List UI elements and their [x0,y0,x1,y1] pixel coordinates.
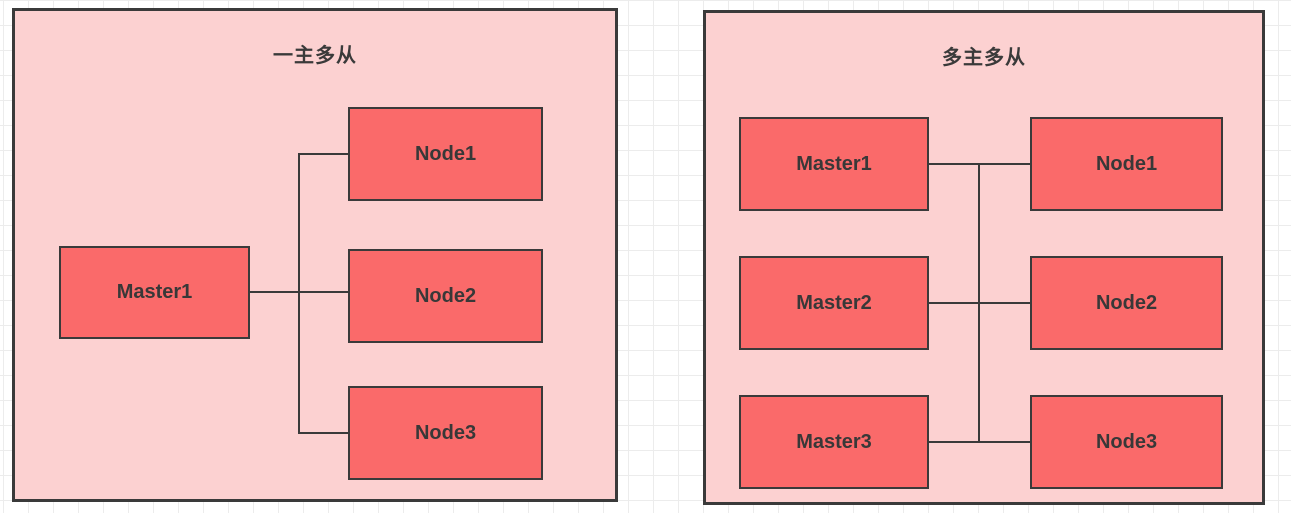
box-master2-label: Master2 [796,291,872,314]
box-master2[interactable]: Master2 [739,256,929,350]
box-master1-right[interactable]: Master1 [739,117,929,211]
box-master1[interactable]: Master1 [59,246,250,339]
box-node3-right[interactable]: Node3 [1030,395,1223,489]
connector-vertical-bus [298,153,300,434]
box-master1-label: Master1 [116,281,193,303]
connector-bus-node1 [298,153,348,155]
connector-central-bus [978,163,980,443]
panel-single-master[interactable]: 一主多从 Master1 Node1 Node2 Node3 [12,8,618,502]
box-node2-right-label: Node2 [1095,291,1158,314]
box-node1-right[interactable]: Node1 [1030,117,1223,211]
box-node1-right-label: Node1 [1095,152,1158,175]
box-node1-label: Node1 [414,142,477,165]
box-node3-label: Node3 [414,421,477,444]
box-node3[interactable]: Node3 [348,386,543,480]
panel-multi-master-title: 多主多从 [942,47,1026,69]
box-node1[interactable]: Node1 [348,107,543,201]
connector-bus-node3 [298,432,348,434]
box-node2-label: Node2 [414,284,477,307]
box-master1-right-label: Master1 [796,152,872,175]
box-master3[interactable]: Master3 [739,395,929,489]
box-node2[interactable]: Node2 [348,249,543,343]
box-node2-right[interactable]: Node2 [1030,256,1223,350]
box-master3-label: Master3 [796,430,872,453]
panel-multi-master[interactable]: 多主多从 Master1 Master2 Master3 Node1 Node2… [703,10,1265,505]
panel-single-master-title: 一主多从 [273,45,357,67]
box-node3-right-label: Node3 [1095,430,1158,453]
